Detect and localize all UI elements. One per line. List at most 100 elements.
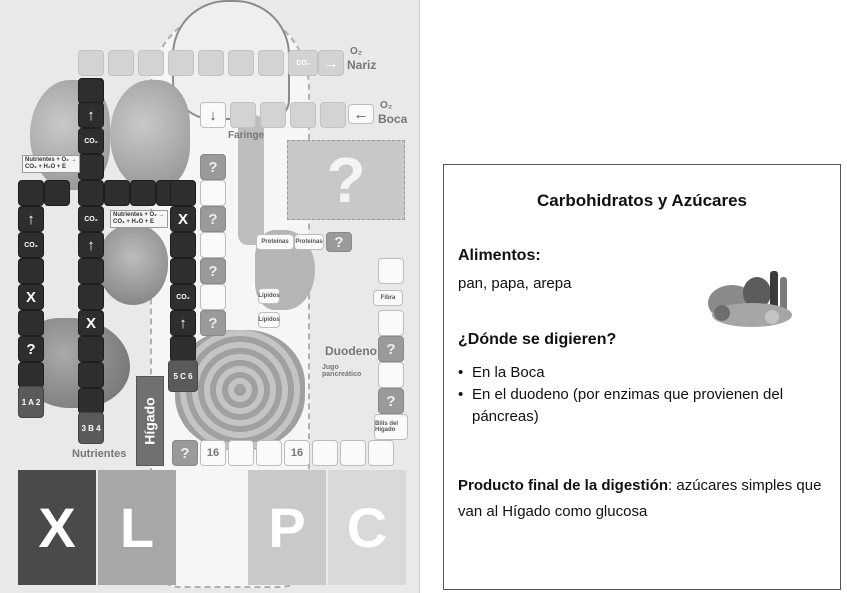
board-cell[interactable] bbox=[18, 258, 44, 284]
card-p[interactable]: P bbox=[248, 470, 326, 585]
board-cell[interactable]: ↑ bbox=[170, 310, 196, 336]
board-cell[interactable] bbox=[138, 50, 164, 76]
final-label: Producto final de la digestión bbox=[458, 477, 669, 494]
dice-c-cell[interactable]: 5 C 6 bbox=[168, 360, 198, 392]
board-cell[interactable] bbox=[378, 258, 404, 284]
o2-boca-label: O₂ bbox=[380, 100, 393, 111]
board-cell[interactable]: ↓ bbox=[200, 102, 226, 128]
board-cell[interactable] bbox=[200, 180, 226, 206]
question-cell[interactable]: ? bbox=[200, 258, 226, 284]
board-cell[interactable] bbox=[256, 440, 282, 466]
final-product-text: Producto final de la digestión: azúcares… bbox=[458, 473, 828, 525]
board-cell[interactable] bbox=[78, 154, 104, 180]
question-cell[interactable]: ? bbox=[172, 440, 198, 466]
question-icon: ? bbox=[208, 262, 218, 280]
lipidos-cell-2[interactable]: Lípidos bbox=[258, 312, 280, 328]
boca-arrow-cell[interactable]: ← bbox=[348, 104, 374, 124]
up-arrow-icon: ↑ bbox=[87, 106, 95, 124]
question-icon: ? bbox=[334, 233, 344, 251]
board-cell[interactable] bbox=[78, 336, 104, 362]
board-cell[interactable]: CO₂ bbox=[78, 206, 104, 232]
lipidos-cell[interactable]: Lípidos bbox=[258, 288, 280, 304]
cell-16[interactable]: 16 bbox=[284, 440, 310, 466]
higado-cell[interactable]: Hígado bbox=[136, 376, 164, 466]
board-cell[interactable]: X bbox=[170, 206, 196, 232]
board-cell[interactable] bbox=[78, 78, 104, 104]
question-cell[interactable]: ? bbox=[378, 388, 404, 414]
cell-16[interactable]: 16 bbox=[200, 440, 226, 466]
board-cell[interactable] bbox=[170, 180, 196, 206]
fibra-label: Fibra bbox=[380, 295, 396, 301]
board-cell[interactable]: CO₂ bbox=[18, 232, 44, 258]
cross-icon: X bbox=[25, 288, 36, 306]
question-icon: ? bbox=[386, 340, 396, 358]
alimentos-heading: Alimentos: bbox=[458, 247, 541, 264]
board-cell[interactable] bbox=[44, 180, 70, 206]
dice-c-label: 5 C 6 bbox=[173, 371, 193, 381]
dice-a-cell[interactable]: 1 A 2 bbox=[18, 386, 44, 418]
question-cell[interactable]: ? bbox=[200, 154, 226, 180]
board-cell[interactable]: ? bbox=[18, 336, 44, 362]
board-cell[interactable]: ↑ bbox=[78, 102, 104, 128]
board-cell[interactable] bbox=[340, 440, 366, 466]
board-cell[interactable] bbox=[198, 50, 224, 76]
board-cell[interactable] bbox=[378, 310, 404, 336]
board-cell[interactable]: ↑ bbox=[78, 232, 104, 258]
board-cell[interactable] bbox=[230, 102, 256, 128]
board-cell[interactable] bbox=[200, 232, 226, 258]
heart-organ bbox=[98, 225, 168, 305]
board-cell[interactable] bbox=[170, 258, 196, 284]
question-cell[interactable]: ? bbox=[200, 206, 226, 232]
board-cell[interactable] bbox=[104, 180, 130, 206]
card-c[interactable]: C bbox=[328, 470, 406, 585]
proteinas-cell-2[interactable]: Proteínas bbox=[294, 234, 324, 250]
board-cell[interactable] bbox=[130, 180, 156, 206]
board-cell[interactable] bbox=[78, 50, 104, 76]
board-cell[interactable]: CO₂ bbox=[78, 128, 104, 154]
board-cell[interactable]: ↑ bbox=[18, 206, 44, 232]
board-cell[interactable] bbox=[78, 362, 104, 388]
board-cell[interactable] bbox=[168, 50, 194, 76]
food-image bbox=[708, 271, 792, 327]
board-cell[interactable] bbox=[260, 102, 286, 128]
fibra-cell[interactable]: Fibra bbox=[373, 290, 403, 306]
question-cell[interactable]: ? bbox=[326, 232, 352, 252]
board-cell[interactable] bbox=[18, 310, 44, 336]
dice-b-cell[interactable]: 3 B 4 bbox=[78, 412, 104, 444]
co2-cell[interactable]: CO₂ bbox=[288, 50, 318, 76]
big-question-box[interactable]: ? bbox=[287, 140, 405, 220]
board-cell[interactable] bbox=[18, 362, 44, 388]
board-cell[interactable] bbox=[18, 180, 44, 206]
board-cell[interactable] bbox=[78, 180, 104, 206]
board-cell[interactable] bbox=[78, 258, 104, 284]
question-icon: ? bbox=[208, 314, 218, 332]
proteinas-cell[interactable]: Proteínas bbox=[256, 234, 294, 250]
board-cell[interactable] bbox=[312, 440, 338, 466]
bilis-cell[interactable]: Bilis del Hígado bbox=[374, 414, 408, 440]
board-cell[interactable] bbox=[170, 232, 196, 258]
board-cell[interactable] bbox=[258, 50, 284, 76]
board-cell[interactable] bbox=[320, 102, 346, 128]
board-cell[interactable] bbox=[368, 440, 394, 466]
board-cell[interactable]: CO₂ bbox=[170, 284, 196, 310]
arrow-cell[interactable]: → bbox=[318, 50, 344, 76]
board-cell[interactable] bbox=[378, 362, 404, 388]
board-cell[interactable] bbox=[228, 440, 254, 466]
question-cell[interactable]: ? bbox=[378, 336, 404, 362]
board-cell[interactable] bbox=[170, 336, 196, 362]
info-panel: Carbohidratos y Azúcares Alimentos: pan,… bbox=[443, 164, 841, 590]
board-cell[interactable] bbox=[108, 50, 134, 76]
question-cell[interactable]: ? bbox=[200, 310, 226, 336]
board-cell[interactable]: X bbox=[78, 310, 104, 336]
co2-label: CO₂ bbox=[296, 59, 310, 67]
board-cell[interactable] bbox=[228, 50, 254, 76]
right-lung bbox=[110, 80, 190, 190]
card-x[interactable]: X bbox=[18, 470, 96, 585]
board-cell[interactable] bbox=[200, 284, 226, 310]
board-cell[interactable] bbox=[78, 284, 104, 310]
board-cell[interactable] bbox=[78, 388, 104, 414]
nutrientes-label: Nutrientes bbox=[72, 448, 127, 460]
board-cell[interactable]: X bbox=[18, 284, 44, 310]
board-cell[interactable] bbox=[290, 102, 316, 128]
card-l[interactable]: L bbox=[98, 470, 176, 585]
